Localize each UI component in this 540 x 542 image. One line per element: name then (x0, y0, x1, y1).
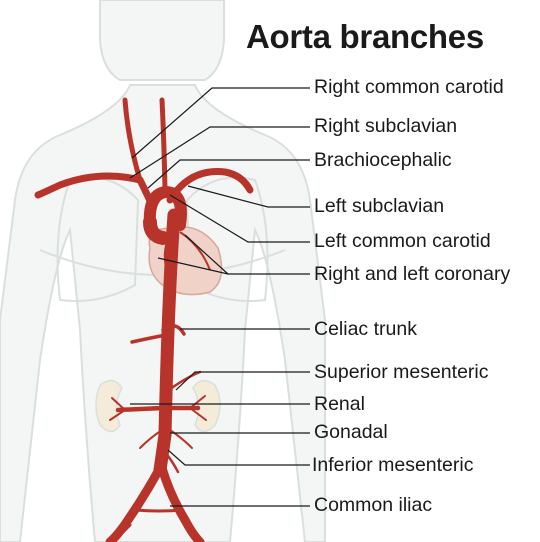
leader-left-common-carotid (169, 194, 310, 243)
leader-inferior-mesenteric (167, 449, 310, 466)
iliac-branches (113, 508, 200, 542)
label-celiac-trunk: Celiac trunk (314, 318, 417, 340)
label-coronary: Right and left coronary (314, 263, 511, 285)
label-left-common-carotid: Left common carotid (314, 230, 491, 252)
leader-lines (129, 87, 310, 507)
descending-aorta (153, 208, 181, 477)
aortic-arch (143, 185, 187, 231)
left-coronary-artery (179, 231, 211, 271)
renal-branches (109, 395, 207, 421)
left-subclavian-vessel (166, 168, 254, 204)
celiac-vessel (130, 324, 186, 344)
label-right-common-carotid: Right common carotid (314, 76, 504, 98)
leader-brachiocephalic (147, 159, 310, 189)
inferior-mesenteric-vessel (161, 448, 180, 474)
leader-superior-mesenteric (175, 371, 310, 391)
label-superior-mesenteric: Superior mesenteric (314, 361, 489, 383)
ascending-aorta (143, 215, 170, 245)
superior-mesenteric-vessel (164, 370, 202, 394)
left-kidney (95, 379, 123, 433)
label-left-subclavian: Left subclavian (314, 195, 445, 217)
label-brachiocephalic: Brachiocephalic (314, 149, 452, 171)
left-lung-outline (56, 176, 140, 302)
label-renal: Renal (314, 393, 365, 415)
left-carotid-vessel (159, 97, 168, 193)
leader-right-subclavian (129, 126, 310, 179)
label-right-subclavian: Right subclavian (314, 115, 458, 137)
leader-right-common-carotid (131, 87, 310, 159)
arterial-tree (34, 97, 254, 542)
right-kidney (192, 379, 221, 433)
leader-coronary-2 (184, 234, 229, 275)
label-inferior-mesenteric: Inferior mesenteric (312, 454, 474, 476)
right-subclavian-vessel (34, 172, 144, 199)
right-carotid-vessel (122, 97, 143, 183)
right-lung-outline (185, 176, 269, 302)
left-common-iliac-vessel (105, 463, 165, 542)
diagram-title: Aorta branches (246, 18, 484, 55)
gonadal-vessels (139, 429, 193, 449)
label-common-iliac: Common iliac (314, 494, 433, 516)
label-gonadal: Gonadal (314, 421, 388, 443)
head-outline (99, 0, 225, 81)
leader-left-subclavian (187, 185, 310, 208)
